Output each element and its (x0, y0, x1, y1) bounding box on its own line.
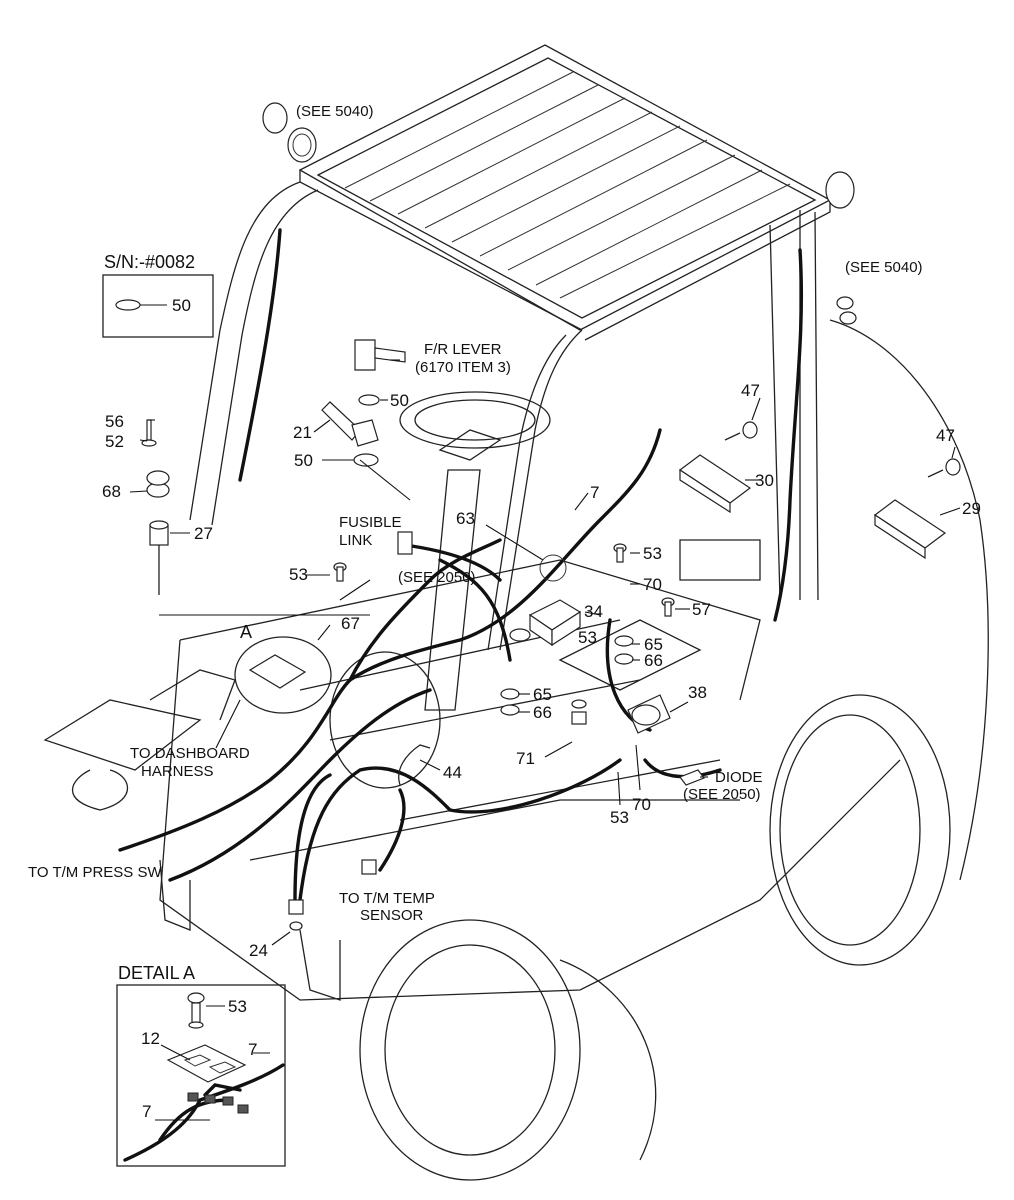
label-fr-lever-2: (6170 ITEM 3) (415, 359, 511, 376)
callout-21: 21 (293, 423, 312, 442)
leader-lines (129, 359, 961, 1121)
label-press-sw: TO T/M PRESS SW (28, 864, 162, 881)
callout-12: 12 (141, 1029, 160, 1048)
callout-57: 57 (692, 600, 711, 619)
callout-50-a: 50 (390, 391, 409, 410)
callout-27: 27 (194, 524, 213, 543)
callout-52: 52 (105, 432, 124, 451)
callout-56: 56 (105, 412, 124, 431)
label-see-5040-right: (SEE 5040) (845, 259, 923, 276)
callout-29: 29 (962, 499, 981, 518)
detail-a-title: DETAIL A (118, 963, 195, 983)
callout-34: 34 (584, 602, 603, 621)
label-diode-1: DIODE (715, 769, 763, 786)
callout-66-a: 66 (644, 651, 663, 670)
overhead-guard (189, 44, 832, 651)
callout-70-a: 70 (643, 575, 662, 594)
callout-53-d: 53 (610, 808, 629, 827)
label-temp-1: TO T/M TEMP (339, 890, 435, 907)
callout-53-a: 53 (289, 565, 308, 584)
callout-50-box: 50 (172, 296, 191, 315)
callout-24: 24 (249, 941, 268, 960)
callout-7-detail-a: 7 (248, 1040, 257, 1059)
callout-7-main: 7 (590, 483, 599, 502)
callout-63: 63 (456, 509, 475, 528)
callout-53-b: 53 (643, 544, 662, 563)
callout-30: 30 (755, 471, 774, 490)
text-labels: (SEE 5040) (SEE 5040) S/N:-#0082 F/R LEV… (28, 103, 923, 983)
callout-47-b: 47 (936, 426, 955, 445)
label-temp-2: SENSOR (360, 907, 424, 924)
callout-44: 44 (443, 763, 462, 782)
callout-47-a: 47 (741, 381, 760, 400)
label-see-5040-top: (SEE 5040) (296, 103, 374, 120)
label-detail-marker: A (240, 622, 252, 642)
label-see-2050: (SEE 2050) (398, 569, 476, 586)
label-dashboard-1: TO DASHBOARD (130, 745, 250, 762)
callout-numbers: 50 50 50 21 56 52 68 27 53 67 63 7 34 47… (102, 296, 981, 1121)
callout-7-detail-b: 7 (142, 1102, 151, 1121)
callout-38: 38 (688, 683, 707, 702)
callout-65-a: 65 (644, 635, 663, 654)
wire-harness-7 (118, 228, 804, 902)
detail-a-box (116, 984, 286, 1167)
callout-68: 68 (102, 482, 121, 501)
label-dashboard-2: HARNESS (141, 763, 214, 780)
label-fr-lever-1: F/R LEVER (424, 341, 502, 358)
callout-70-b: 70 (632, 795, 651, 814)
callout-50-b: 50 (294, 451, 313, 470)
callout-67: 67 (341, 614, 360, 633)
callout-53-detail: 53 (228, 997, 247, 1016)
label-fusible-1: FUSIBLE (339, 514, 402, 531)
callout-71: 71 (516, 749, 535, 768)
label-fusible-2: LINK (339, 532, 372, 549)
sn-box-title: S/N:-#0082 (104, 252, 195, 272)
parts (141, 102, 961, 931)
sn-box (102, 274, 214, 338)
label-diode-2: (SEE 2050) (683, 786, 761, 803)
callout-65-b: 65 (533, 685, 552, 704)
callout-66-b: 66 (533, 703, 552, 722)
callout-53-c: 53 (578, 628, 597, 647)
